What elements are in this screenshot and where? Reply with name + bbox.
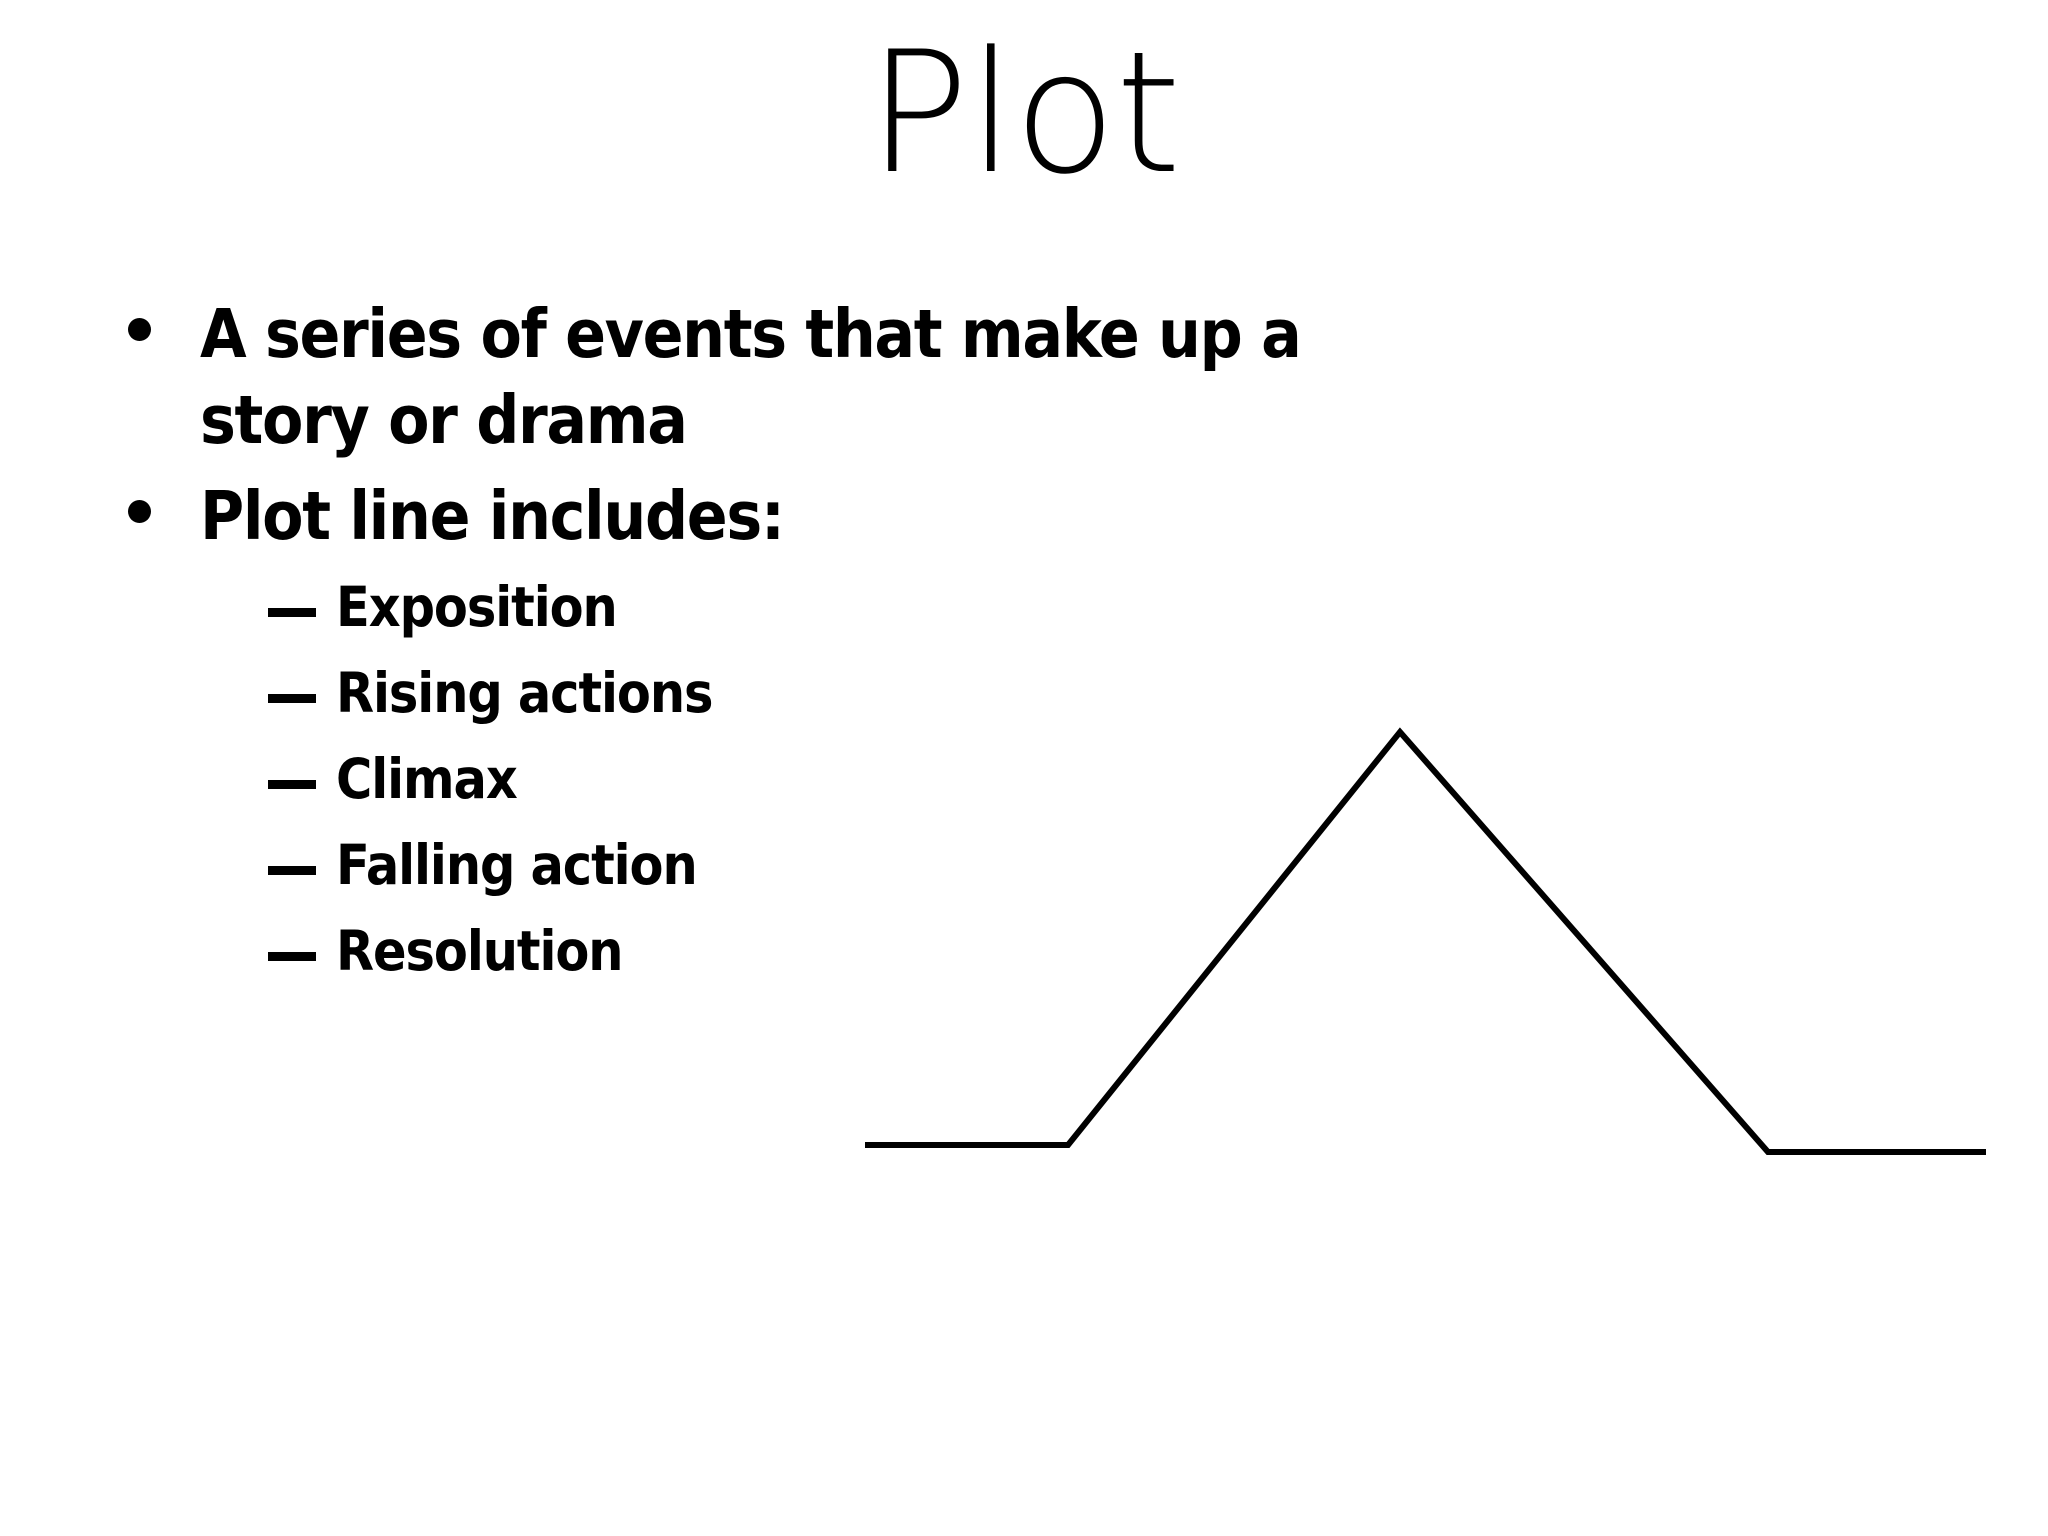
bullet-text: A series of events that make up a story … bbox=[200, 295, 1302, 459]
sub-bullet-text: Climax bbox=[336, 747, 518, 812]
plot-line-path bbox=[865, 727, 1986, 1155]
sub-bullet-text: Resolution bbox=[336, 919, 624, 984]
page-title: Plot bbox=[867, 15, 1182, 211]
bullet-dot-icon bbox=[128, 499, 151, 523]
bullet-list: A series of events that make up a story … bbox=[108, 292, 1468, 1005]
sub-bullet-text: Rising actions bbox=[336, 661, 713, 726]
en-dash-icon bbox=[268, 694, 316, 704]
en-dash-icon bbox=[268, 952, 316, 962]
en-dash-icon bbox=[268, 608, 316, 618]
sub-bullet-list: Exposition Rising actions Climax Falling… bbox=[200, 575, 1468, 989]
list-item: Rising actions bbox=[238, 661, 1468, 731]
en-dash-icon bbox=[268, 866, 316, 876]
bullet-text: Plot line includes: bbox=[200, 476, 785, 555]
en-dash-icon bbox=[268, 780, 316, 790]
list-item: Plot line includes: Exposition Rising ac… bbox=[108, 474, 1468, 990]
plot-structure-diagram bbox=[830, 690, 2020, 1190]
list-item: A series of events that make up a story … bbox=[108, 292, 1468, 464]
list-item: Falling action bbox=[238, 833, 1468, 903]
sub-bullet-text: Exposition bbox=[336, 575, 618, 640]
plot-line-chart bbox=[865, 727, 1986, 1155]
list-item: Resolution bbox=[238, 919, 1468, 989]
sub-bullet-text: Falling action bbox=[336, 833, 698, 898]
list-item: Exposition bbox=[238, 575, 1468, 645]
list-item: Climax bbox=[238, 747, 1468, 817]
bullet-dot-icon bbox=[128, 318, 151, 341]
